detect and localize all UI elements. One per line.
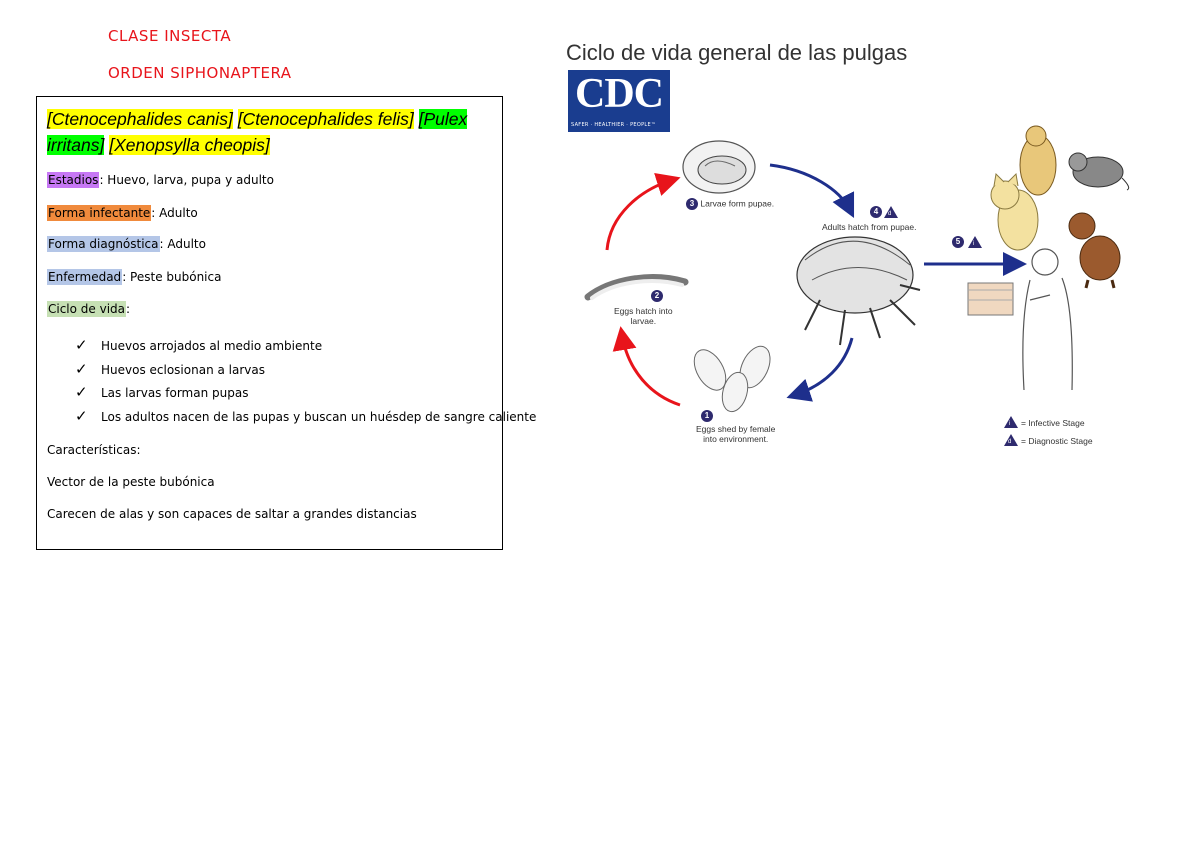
step-4-number-wrap: 4	[870, 206, 882, 218]
species-pulex-2: irritans]	[47, 135, 105, 155]
species-canis: [Ctenocephalides canis]	[47, 109, 233, 129]
legend-diagnostic-letter: d	[1008, 439, 1012, 445]
legend-diagnostic: = Diagnostic Stage	[1021, 436, 1093, 446]
checkmark-icon: ✓	[75, 336, 88, 354]
list-item: ✓Huevos eclosionan a larvas	[75, 360, 265, 378]
infectante-value: : Adulto	[151, 206, 198, 220]
diagnostica-value: : Adulto	[159, 237, 206, 251]
prairie-dog-image	[1019, 125, 1057, 196]
arrow-2-to-3	[605, 173, 681, 251]
step-5-infective-letter: i	[973, 241, 975, 247]
species-pulex-1: [Pulex	[418, 109, 468, 129]
step-3-number: 3	[686, 198, 698, 210]
cdc-logo-tagline: SAFER · HEALTHIER · PEOPLE™	[571, 122, 657, 128]
cdc-logo-text: CDC	[575, 71, 664, 117]
eggs-image	[693, 345, 771, 413]
checkmark-icon: ✓	[75, 383, 88, 401]
list-item: ✓Las larvas forman pupas	[75, 383, 249, 401]
info-box: [Ctenocephalides canis] [Ctenocephalides…	[36, 96, 536, 550]
ciclo-label: Ciclo de vida	[47, 301, 127, 317]
step-1-label: Eggs shed by female into environment.	[696, 424, 776, 444]
checkmark-icon: ✓	[75, 407, 88, 425]
ciclo-row: Ciclo de vida:	[47, 301, 131, 317]
infectante-row: Forma infectante: Adulto	[47, 205, 198, 221]
human-image	[1022, 248, 1073, 391]
order-heading: ORDEN SIPHONAPTERA	[108, 64, 292, 82]
infectante-label: Forma infectante	[47, 205, 152, 221]
class-heading: CLASE INSECTA	[108, 27, 232, 45]
list-item: ✓Huevos arrojados al medio ambiente	[75, 336, 323, 354]
characteristics-heading: Características:	[47, 443, 141, 457]
characteristic-vector: Vector de la peste bubónica	[47, 475, 215, 489]
estadios-value: : Huevo, larva, pupa y adulto	[99, 173, 274, 187]
species-xenopsylla: [Xenopsylla cheopis]	[109, 135, 270, 155]
step-5-number-wrap: 5	[952, 236, 964, 248]
legend-infective: = Infective Stage	[1021, 418, 1085, 428]
estadios-label: Estadios	[47, 172, 100, 188]
larva-image	[584, 274, 689, 301]
diagnostica-label: Forma diagnóstica	[47, 236, 160, 252]
step-4-diagnostic-icon	[884, 206, 898, 218]
step-4-number: 4	[870, 206, 882, 218]
estadios-row: Estadios: Huevo, larva, pupa y adulto	[47, 172, 274, 188]
enfermedad-row: Enfermedad: Peste bubónica	[47, 269, 222, 285]
legend-infective-letter: i	[1009, 421, 1011, 427]
step-2-label: Eggs hatch into larvae.	[614, 306, 673, 326]
step-4-label: Adults hatch from pupae.	[822, 222, 917, 232]
flea-image	[796, 236, 921, 346]
infective-stage-icon	[1004, 416, 1018, 428]
diagnostica-row: Forma diagnóstica: Adulto	[47, 236, 206, 252]
species-list: [Ctenocephalides canis] [Ctenocephalides…	[47, 106, 495, 158]
cdc-logo: CDC SAFER · HEALTHIER · PEOPLE™	[568, 70, 670, 132]
enfermedad-value: : Peste bubónica	[122, 270, 222, 284]
arrow-1-to-2	[612, 326, 681, 407]
characteristic-jump: Carecen de alas y son capaces de saltar …	[47, 507, 417, 521]
step-2-number: 2	[651, 290, 663, 302]
step-1-number-wrap: 1	[701, 410, 713, 422]
step-2-number-wrap: 2	[651, 290, 663, 302]
checkmark-icon: ✓	[75, 360, 88, 378]
figure-title: Ciclo de vida general de las pulgas	[566, 40, 908, 65]
ciclo-value: :	[126, 302, 131, 316]
rat-image	[1068, 152, 1130, 191]
enfermedad-label: Enfermedad	[47, 269, 123, 285]
diagnostic-stage-icon	[1004, 434, 1018, 446]
step-5-number: 5	[952, 236, 964, 248]
step-3-label: 3 Larvae form pupae.	[686, 198, 774, 210]
cat-image	[990, 172, 1039, 251]
dog-image	[1068, 212, 1121, 289]
list-item: ✓Los adultos nacen de las pupas y buscan…	[75, 407, 537, 425]
skin-block-image	[967, 282, 1014, 316]
arrow-4-to-1	[786, 337, 854, 402]
pupa-image	[682, 140, 756, 194]
species-felis: [Ctenocephalides felis]	[237, 109, 414, 129]
step-5-infective-icon	[968, 236, 982, 248]
arrow-3-to-4	[769, 163, 855, 219]
step-1-number: 1	[701, 410, 713, 422]
step-4-diagnostic-letter: d	[888, 211, 892, 217]
